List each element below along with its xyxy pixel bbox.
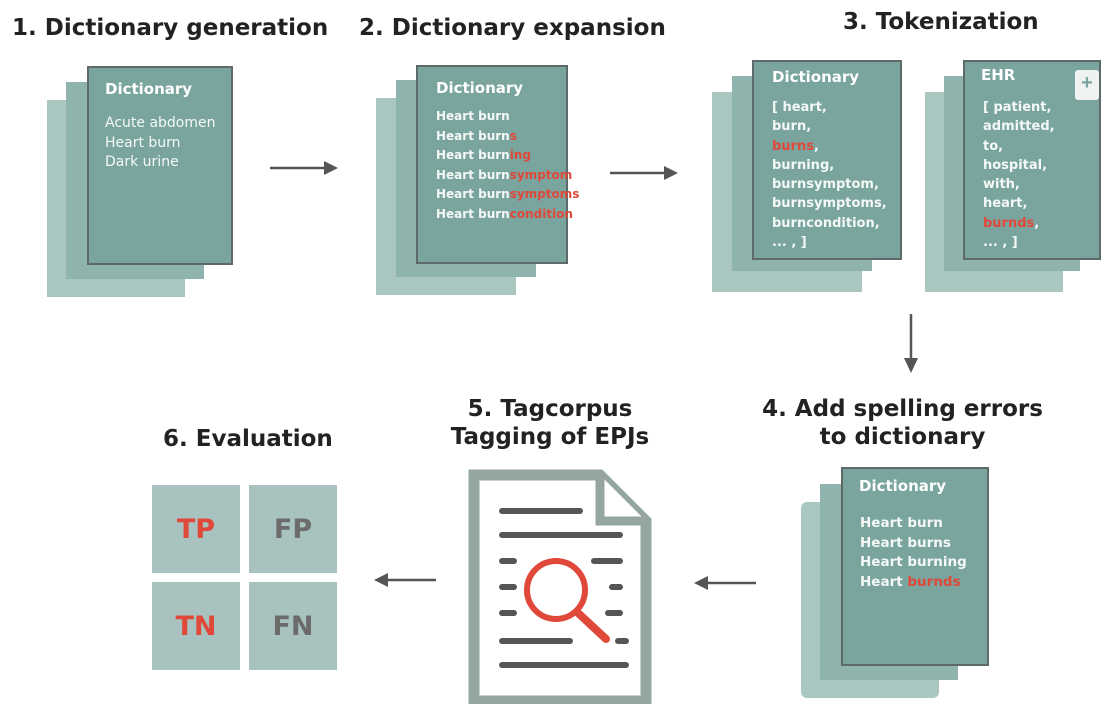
doc-lines: Acute abdomen Heart burn Dark urine <box>105 114 216 173</box>
term-line: Heart burnds <box>860 573 961 590</box>
tile-false-negative: FN <box>249 582 337 670</box>
step4-title: 4. Add spelling errors to dictionary <box>762 396 1043 450</box>
doc-title: Dictionary <box>772 68 860 86</box>
doc-title: Dictionary <box>105 80 193 98</box>
token-list: [ heart, burn, burns, burning, burnsympt… <box>772 98 887 252</box>
arrow-down-icon <box>904 314 918 373</box>
token: [ heart, <box>772 100 827 115</box>
term-line: Heart burnsymptoms <box>436 187 580 201</box>
term-line: Heart burn <box>436 109 510 123</box>
arrow-right-icon <box>270 161 338 175</box>
token: ... , ] <box>983 235 1018 251</box>
tile-true-negative: TN <box>152 582 240 670</box>
document-search-icon <box>468 469 652 704</box>
term-line: Heart burncondition <box>436 206 573 221</box>
tile-false-positive: FP <box>249 485 337 573</box>
token: burnsymptoms, <box>772 196 887 212</box>
step2-title: 2. Dictionary expansion <box>359 15 666 41</box>
dictionary-document: Dictionary Acute abdomen Heart burn Dark… <box>87 66 233 265</box>
ehr-document: EHR + [ patient, admitted, to, hospital,… <box>963 60 1101 260</box>
token-list: [ patient, admitted, to, hospital, with,… <box>983 98 1055 252</box>
doc-title: Dictionary <box>859 477 947 495</box>
doc-lines: Heart burn Heart burns Heart burning Hea… <box>860 514 967 592</box>
dictionary-document: Dictionary Heart burn Heart burns Heart … <box>416 65 579 264</box>
token: hospital, <box>983 157 1048 173</box>
term-line: Heart burns <box>860 534 951 551</box>
token: burning, <box>772 157 835 173</box>
token: [ patient, <box>983 100 1052 115</box>
arrow-left-icon <box>694 576 756 590</box>
term-line: Heart burnsymptom <box>436 167 573 182</box>
arrow-left-icon <box>374 573 436 587</box>
tokenized-dictionary-document: Dictionary [ heart, burn, burns, burning… <box>752 60 902 260</box>
token: heart, <box>983 196 1028 212</box>
token: burncondition, <box>772 215 880 231</box>
token: with, <box>983 177 1020 193</box>
term-line: Acute abdomen <box>105 115 216 131</box>
term-line: Heart burning <box>436 148 531 162</box>
term-line: Heart burns <box>436 128 517 143</box>
step5-title: 5. Tagcorpus Tagging of EPJs <box>450 396 650 450</box>
doc-lines: Heart burn Heart burns Heart burning Hea… <box>436 107 579 224</box>
step3-title: 3. Tokenization <box>843 9 1039 35</box>
dictionary-document: Dictionary Heart burn Heart burns Heart … <box>841 467 989 666</box>
doc-title: Dictionary <box>436 79 524 97</box>
token: burn, <box>772 119 812 135</box>
token: to, <box>983 138 1004 154</box>
term-line: Dark urine <box>105 154 179 170</box>
tile-true-positive: TP <box>152 485 240 573</box>
term-line: Heart burn <box>105 134 181 151</box>
token: burns, <box>772 138 819 154</box>
step6-title: 6. Evaluation <box>163 426 333 452</box>
term-line: Heart burn <box>860 515 943 531</box>
token: burnds, <box>983 215 1040 231</box>
doc-title: EHR <box>981 66 1016 84</box>
plus-icon: + <box>1075 70 1099 100</box>
arrow-right-icon <box>610 166 678 180</box>
term-line: Heart burning <box>860 554 967 570</box>
step1-title: 1. Dictionary generation <box>12 15 329 41</box>
token: ... , ] <box>772 235 807 251</box>
token: admitted, <box>983 119 1055 135</box>
token: burnsymptom, <box>772 177 879 193</box>
